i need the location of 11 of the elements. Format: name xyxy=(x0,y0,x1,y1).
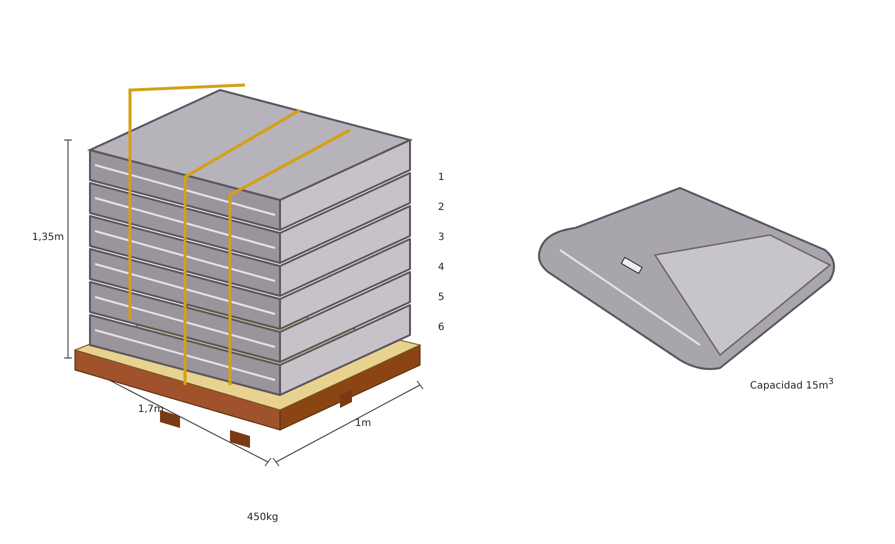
layer-number: 6 xyxy=(438,322,444,334)
layer-number: 2 xyxy=(438,202,444,214)
dimension-label: 1,7m xyxy=(138,404,164,416)
dimension-label: 1,35m xyxy=(32,232,64,244)
layer-number: 3 xyxy=(438,232,444,244)
dimension-label: 1m xyxy=(355,418,372,430)
weight-label: 450kg xyxy=(247,512,278,524)
layer-number: 1 xyxy=(438,172,444,184)
layer-number: 4 xyxy=(438,262,444,274)
layer-number: 5 xyxy=(438,292,444,304)
capacity-label: Capacidad 15m$^{3}$ xyxy=(750,375,834,392)
